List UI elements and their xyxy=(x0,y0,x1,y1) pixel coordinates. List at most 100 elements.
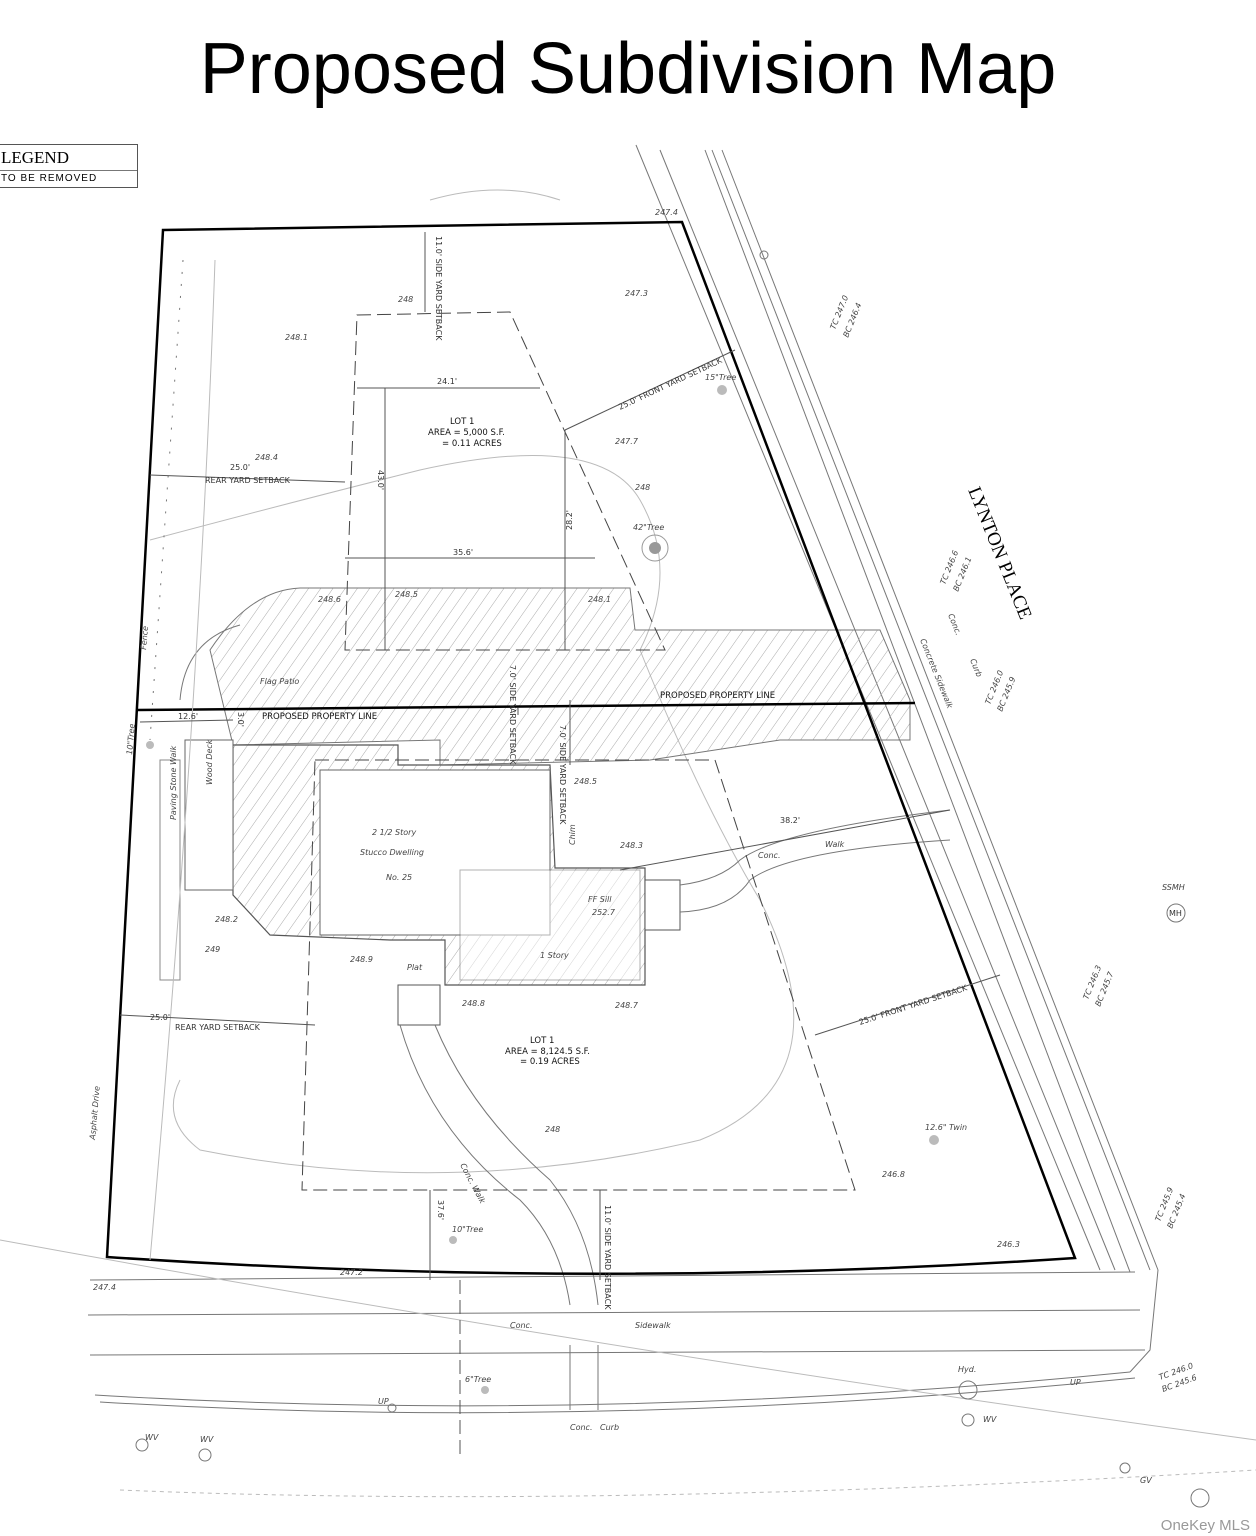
svg-text:Fence: Fence xyxy=(139,625,150,650)
svg-text:7.0' SIDE YARD SETBACK: 7.0' SIDE YARD SETBACK xyxy=(558,725,567,825)
svg-text:10"Tree: 10"Tree xyxy=(125,723,137,755)
legend: LEGEND TO BE REMOVED xyxy=(0,144,138,188)
svg-text:Sidewalk: Sidewalk xyxy=(635,1321,671,1330)
manhole-icon xyxy=(1166,903,1186,923)
lot-acres: = 0.11 ACRES xyxy=(442,439,502,449)
svg-text:Conc.: Conc. xyxy=(510,1321,533,1330)
svg-text:248: 248 xyxy=(545,1125,560,1134)
svg-text:42"Tree: 42"Tree xyxy=(633,523,664,532)
proposed-property-line xyxy=(136,701,916,712)
svg-text:REAR YARD SETBACK: REAR YARD SETBACK xyxy=(205,476,291,485)
svg-text:10"Tree: 10"Tree xyxy=(452,1225,483,1234)
svg-text:248.7: 248.7 xyxy=(615,1001,639,1010)
lot-boundary xyxy=(105,220,1077,1275)
svg-text:REAR YARD SETBACK: REAR YARD SETBACK xyxy=(175,1023,261,1032)
svg-text:SSMH: SSMH xyxy=(1162,883,1185,892)
svg-text:37.6': 37.6' xyxy=(436,1200,445,1220)
water-valve-icon xyxy=(961,1413,975,1427)
utility-pole-icon xyxy=(387,1403,397,1413)
svg-text:GV: GV xyxy=(1140,1476,1152,1485)
svg-text:7.0' SIDE YARD SETBACK: 7.0' SIDE YARD SETBACK xyxy=(508,665,517,765)
svg-text:Chim: Chim xyxy=(568,824,577,845)
svg-text:38.2': 38.2' xyxy=(780,816,800,825)
svg-text:25.0': 25.0' xyxy=(150,1013,170,1022)
utility-pole-icon xyxy=(759,250,769,260)
svg-text:35.6': 35.6' xyxy=(453,548,473,557)
svg-text:FF Sill: FF Sill xyxy=(588,895,612,904)
page-title: Proposed Subdivision Map xyxy=(199,29,1057,109)
svg-text:Conc.: Conc. xyxy=(570,1423,593,1432)
lot-north-label: LOT 1 AREA = 5,000 S.F. = 0.11 ACRES xyxy=(428,417,505,449)
svg-text:11.0' SIDE YARD SETBACK: 11.0' SIDE YARD SETBACK xyxy=(603,1205,612,1310)
svg-text:24.1': 24.1' xyxy=(437,377,457,386)
svg-text:Asphalt Drive: Asphalt Drive xyxy=(88,1086,102,1142)
svg-text:247.2: 247.2 xyxy=(340,1268,363,1277)
svg-text:15"Tree: 15"Tree xyxy=(705,373,736,382)
svg-text:43.0': 43.0' xyxy=(376,470,385,490)
legend-title: LEGEND xyxy=(0,145,137,171)
svg-text:248.5: 248.5 xyxy=(395,590,418,599)
tree-10b-icon xyxy=(449,1236,457,1244)
street-name: LYNTON PLACE xyxy=(963,484,1035,622)
water-valve-icon xyxy=(198,1448,212,1462)
svg-text:Walk: Walk xyxy=(825,840,845,849)
svg-text:Concrete Sidewalk: Concrete Sidewalk xyxy=(918,637,954,710)
front-steps xyxy=(644,879,681,931)
svg-text:247.4: 247.4 xyxy=(93,1283,116,1292)
svg-text:WV: WV xyxy=(200,1435,214,1444)
wood-deck xyxy=(184,739,234,891)
dimension-labels: 24.1' 43.0' 35.6' 28.2' 12.6' 3.0' 38.2'… xyxy=(178,377,800,1220)
svg-text:248: 248 xyxy=(635,483,650,492)
watermark: OneKey MLS xyxy=(1160,1517,1250,1534)
svg-text:246.8: 246.8 xyxy=(882,1170,905,1179)
tree-15-icon xyxy=(717,385,727,395)
svg-text:11.0' SIDE YARD SETBACK: 11.0' SIDE YARD SETBACK xyxy=(434,236,443,341)
svg-text:248.5: 248.5 xyxy=(574,777,597,786)
svg-text:248.8: 248.8 xyxy=(462,999,485,1008)
svg-text:248.1: 248.1 xyxy=(285,333,308,342)
building-envelope-south xyxy=(301,759,856,1191)
hydrant-icon xyxy=(958,1380,978,1400)
svg-text:Wood Deck: Wood Deck xyxy=(205,739,214,785)
svg-text:248.6: 248.6 xyxy=(318,595,341,604)
svg-text:Plat: Plat xyxy=(407,963,423,972)
svg-text:248.1: 248.1 xyxy=(588,595,611,604)
svg-text:UP: UP xyxy=(1070,1378,1081,1387)
fence-line xyxy=(149,259,184,741)
svg-text:2 1/2 Story: 2 1/2 Story xyxy=(372,828,416,837)
svg-text:Conc.: Conc. xyxy=(758,851,781,860)
svg-text:248.9: 248.9 xyxy=(350,955,373,964)
street-lines xyxy=(0,144,1256,1498)
svg-text:247.7: 247.7 xyxy=(615,437,639,446)
lot-area: AREA = 5,000 S.F. xyxy=(428,428,505,438)
svg-text:No. 25: No. 25 xyxy=(386,873,412,882)
svg-text:1 Story: 1 Story xyxy=(540,951,569,960)
svg-text:Conc. Walk: Conc. Walk xyxy=(458,1162,487,1206)
svg-text:Curb: Curb xyxy=(600,1423,619,1432)
gas-valve-icon xyxy=(1119,1462,1131,1474)
svg-text:25.0' FRONT YARD SETBACK: 25.0' FRONT YARD SETBACK xyxy=(617,356,724,412)
manhole-icon-2 xyxy=(1190,1488,1210,1508)
svg-text:28.2': 28.2' xyxy=(565,510,574,530)
svg-text:248.3: 248.3 xyxy=(620,841,643,850)
lot-south-label: LOT 1 AREA = 8,124.5 S.F. = 0.19 ACRES xyxy=(505,1036,590,1067)
svg-text:Hyd.: Hyd. xyxy=(958,1365,976,1374)
tree-42-icon xyxy=(641,534,669,562)
svg-text:3.0': 3.0' xyxy=(236,712,245,727)
paving-stone-walk xyxy=(159,759,181,981)
property-line-label: PROPOSED PROPERTY LINE xyxy=(660,691,775,701)
svg-text:Flag Patio: Flag Patio xyxy=(260,677,299,686)
svg-text:MH: MH xyxy=(1169,909,1182,918)
tree-6-icon xyxy=(481,1386,489,1394)
svg-text:WV: WV xyxy=(983,1415,997,1424)
property-line-label: PROPOSED PROPERTY LINE xyxy=(262,712,377,722)
svg-text:252.7: 252.7 xyxy=(592,908,616,917)
elevation-labels: 247.4 247.3 248.1 248.4 247.7 248 248.6 … xyxy=(93,208,1020,1292)
lot-label: LOT 1 xyxy=(530,1036,554,1046)
svg-text:UP: UP xyxy=(378,1397,389,1406)
svg-text:6"Tree: 6"Tree xyxy=(465,1375,491,1384)
svg-text:25.0': 25.0' xyxy=(230,463,250,472)
tree-twin-icon xyxy=(929,1135,939,1145)
contour-line xyxy=(149,454,795,1174)
